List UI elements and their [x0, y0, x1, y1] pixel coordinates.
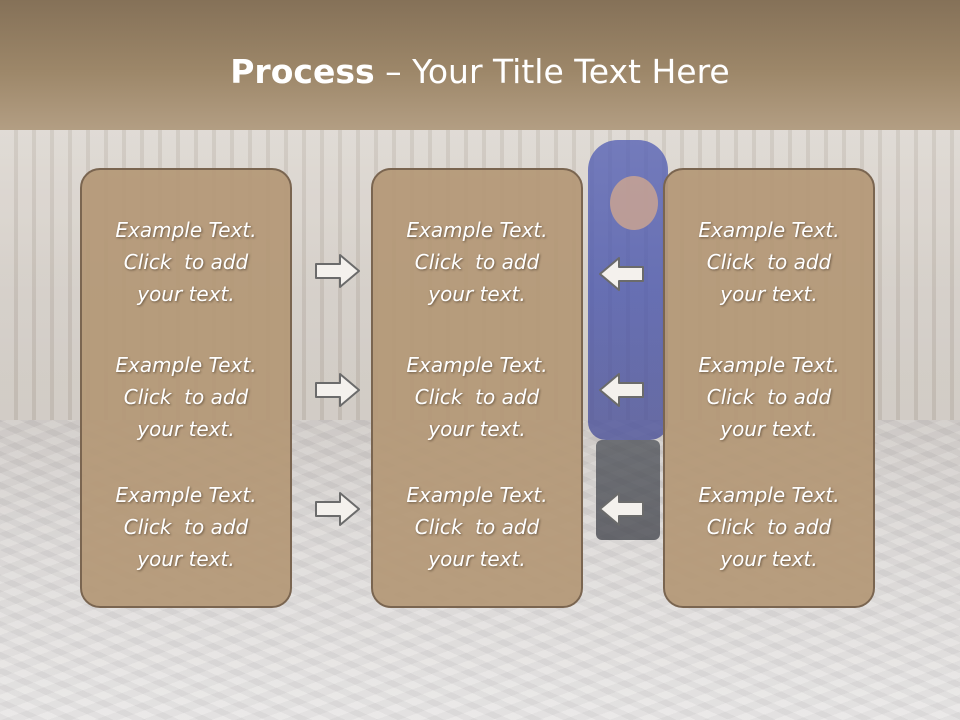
- process-box-left[interactable]: Example Text. Click to add your text. Ex…: [80, 168, 292, 608]
- text-block[interactable]: Example Text. Click to add your text.: [373, 349, 581, 445]
- text-line: Click to add: [123, 250, 249, 274]
- text-line: your text.: [428, 282, 526, 306]
- text-line: Example Text.: [698, 218, 840, 242]
- text-line: Example Text.: [698, 353, 840, 377]
- text-line: Example Text.: [698, 483, 840, 507]
- text-line: your text.: [720, 282, 818, 306]
- text-line: your text.: [137, 282, 235, 306]
- background-child-face: [610, 176, 658, 230]
- text-line: Click to add: [123, 385, 249, 409]
- text-block[interactable]: Example Text. Click to add your text.: [82, 214, 290, 310]
- process-box-right[interactable]: Example Text. Click to add your text. Ex…: [663, 168, 875, 608]
- text-block[interactable]: Example Text. Click to add your text.: [665, 214, 873, 310]
- text-line: Click to add: [706, 250, 832, 274]
- text-line: Click to add: [123, 515, 249, 539]
- arrow-right-icon: [315, 254, 360, 288]
- text-line: Click to add: [706, 385, 832, 409]
- text-line: your text.: [720, 417, 818, 441]
- text-line: Example Text.: [406, 483, 548, 507]
- text-block[interactable]: Example Text. Click to add your text.: [82, 479, 290, 575]
- text-line: Example Text.: [115, 483, 257, 507]
- title-bold: Process: [230, 52, 375, 91]
- text-line: Click to add: [414, 250, 540, 274]
- arrow-left-icon: [599, 257, 644, 291]
- text-line: Example Text.: [406, 353, 548, 377]
- text-block[interactable]: Example Text. Click to add your text.: [665, 479, 873, 575]
- text-line: Click to add: [706, 515, 832, 539]
- title-band: [0, 0, 960, 130]
- text-line: your text.: [137, 417, 235, 441]
- text-block[interactable]: Example Text. Click to add your text.: [373, 479, 581, 575]
- slide-title[interactable]: Process – Your Title Text Here: [0, 52, 960, 91]
- title-rest: – Your Title Text Here: [374, 52, 730, 91]
- text-line: Example Text.: [115, 218, 257, 242]
- background-child-legs: [596, 440, 660, 540]
- text-line: Example Text.: [406, 218, 548, 242]
- arrow-left-icon: [599, 373, 644, 407]
- arrow-right-icon: [315, 373, 360, 407]
- process-box-center[interactable]: Example Text. Click to add your text. Ex…: [371, 168, 583, 608]
- text-line: your text.: [428, 547, 526, 571]
- text-line: your text.: [428, 417, 526, 441]
- text-line: Click to add: [414, 515, 540, 539]
- text-line: Example Text.: [115, 353, 257, 377]
- arrow-left-icon: [599, 492, 644, 526]
- text-block[interactable]: Example Text. Click to add your text.: [665, 349, 873, 445]
- text-line: your text.: [137, 547, 235, 571]
- text-block[interactable]: Example Text. Click to add your text.: [82, 349, 290, 445]
- text-line: Click to add: [414, 385, 540, 409]
- arrow-right-icon: [315, 492, 360, 526]
- text-line: your text.: [720, 547, 818, 571]
- text-block[interactable]: Example Text. Click to add your text.: [373, 214, 581, 310]
